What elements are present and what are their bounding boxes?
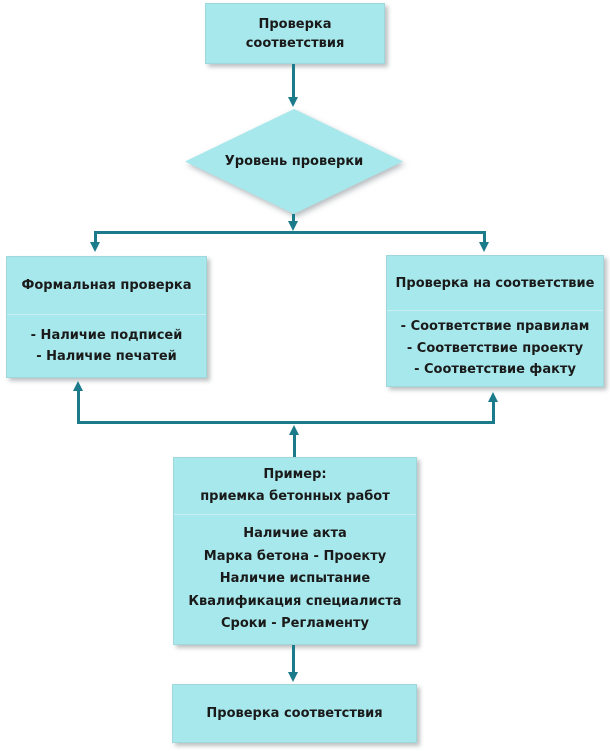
list-item: Наличие испытание bbox=[219, 571, 371, 587]
node-title: Проверка на соответствие bbox=[387, 256, 603, 311]
formal-check-title: Формальная проверка bbox=[21, 278, 192, 293]
branch-horizontal-line bbox=[94, 231, 486, 234]
formal-check-items: - Наличие подписей - Наличие печатей bbox=[7, 315, 206, 377]
decision-label: Уровень проверки bbox=[224, 154, 364, 169]
list-item: приемка бетонных работ bbox=[200, 489, 390, 504]
list-item: - Соответствие проекту bbox=[406, 340, 584, 356]
decision-node: Уровень проверки bbox=[185, 109, 403, 214]
list-item: Наличие акта bbox=[243, 526, 347, 542]
example-up-line bbox=[293, 435, 296, 457]
list-item: Сроки - Регламенту bbox=[220, 616, 370, 632]
branch-left-drop-line bbox=[94, 231, 97, 242]
arrow-down-icon bbox=[479, 242, 489, 252]
compliance-check-node: Проверка на соответствие - Соответствие … bbox=[386, 255, 604, 387]
list-item: - Наличие печатей bbox=[36, 349, 177, 364]
up-right-line bbox=[492, 402, 495, 424]
example-horizontal-line bbox=[77, 421, 495, 424]
end-node: Проверка соответствия bbox=[172, 684, 417, 743]
arrow-down-icon bbox=[288, 672, 298, 682]
list-item: Проверка bbox=[258, 16, 332, 32]
connector-example-end-line bbox=[292, 645, 295, 672]
decision-shape: Уровень проверки bbox=[185, 109, 403, 214]
list-item: Марка бетона - Проекту bbox=[203, 548, 387, 564]
example-node: Пример: приемка бетонных работ Наличие ак… bbox=[173, 457, 417, 645]
arrow-up-icon bbox=[488, 392, 498, 402]
node-title: Пример: приемка бетонных работ bbox=[174, 458, 416, 515]
list-item: соответствия bbox=[245, 35, 345, 51]
list-item: - Соответствие правилам bbox=[400, 319, 590, 335]
arrow-up-icon bbox=[289, 425, 299, 435]
branch-right-drop-line bbox=[483, 231, 486, 242]
list-item: - Наличие подписей bbox=[30, 327, 183, 343]
connector-decision-branch-line bbox=[292, 214, 295, 221]
formal-check-node: Формальная проверка - Наличие подписей- … bbox=[6, 256, 207, 378]
arrow-up-icon bbox=[73, 381, 83, 391]
list-item: Квалификация специалиста bbox=[188, 593, 402, 609]
list-item: - Соответствие факту bbox=[414, 362, 576, 378]
up-left-line bbox=[77, 391, 80, 424]
list-item: Пример: bbox=[263, 467, 327, 482]
start-node: Проверка соответствия bbox=[205, 3, 385, 64]
compliance-check-title: Проверка на соответствие bbox=[395, 275, 595, 291]
compliance-check-items: - Соответствие правилам - Соответствие пр… bbox=[387, 311, 603, 386]
connector-start-decision-line bbox=[292, 64, 295, 97]
end-label: Проверка соответствия bbox=[206, 706, 383, 721]
node-title: Формальная проверка bbox=[7, 257, 206, 315]
arrow-down-icon bbox=[288, 97, 298, 107]
arrow-down-icon bbox=[90, 242, 100, 252]
arrow-down-icon bbox=[288, 221, 298, 231]
